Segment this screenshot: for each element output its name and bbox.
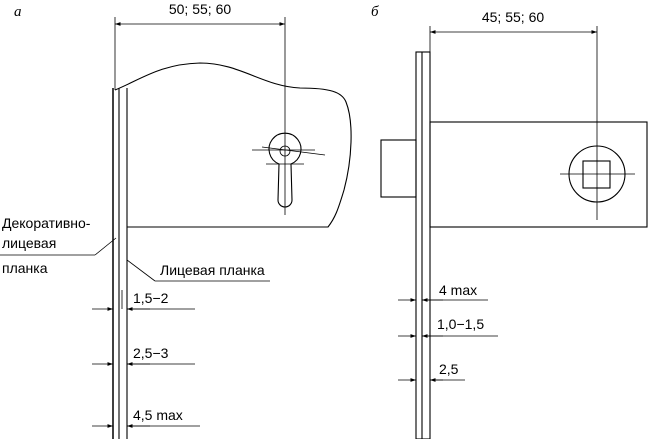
keyhole-cylinder bbox=[252, 125, 326, 215]
b-dim1-label: 4 max bbox=[439, 282, 477, 298]
dim3-label: 4,5 max bbox=[133, 407, 183, 423]
b-spindle-hole bbox=[560, 145, 635, 203]
face-plate-label: Лицевая планка bbox=[160, 262, 265, 278]
decorative-plate-label-line1: Декоративно- bbox=[2, 215, 91, 231]
decorative-plate-label-line3: планка bbox=[2, 260, 48, 276]
b-dim3-label: 2,5 bbox=[439, 361, 459, 377]
b-top-dimension-label: 45; 55; 60 bbox=[482, 9, 544, 25]
panel-b: б 45; 55; 60 4 max 1,0−1,5 bbox=[371, 4, 648, 439]
dim1-label: 1,5−2 bbox=[133, 290, 169, 306]
top-dimension-label: 50; 55; 60 bbox=[169, 1, 231, 17]
b-bolt bbox=[380, 139, 417, 198]
dim2-label: 2,5−3 bbox=[133, 345, 169, 361]
panel-a: а 50; 55; 60 Декоративно- лицевая планка… bbox=[0, 1, 352, 439]
panel-b-letter: б bbox=[371, 4, 379, 20]
b-face-plate bbox=[415, 51, 431, 439]
decorative-plate-label-line2: лицевая bbox=[2, 235, 56, 251]
face-plate-label-leader bbox=[126, 259, 156, 282]
lock-body-outline bbox=[114, 62, 352, 228]
b-lock-body bbox=[429, 121, 648, 228]
decorative-label-leader bbox=[94, 237, 117, 256]
panel-a-letter: а bbox=[14, 4, 22, 20]
b-dim2-label: 1,0−1,5 bbox=[437, 316, 484, 332]
